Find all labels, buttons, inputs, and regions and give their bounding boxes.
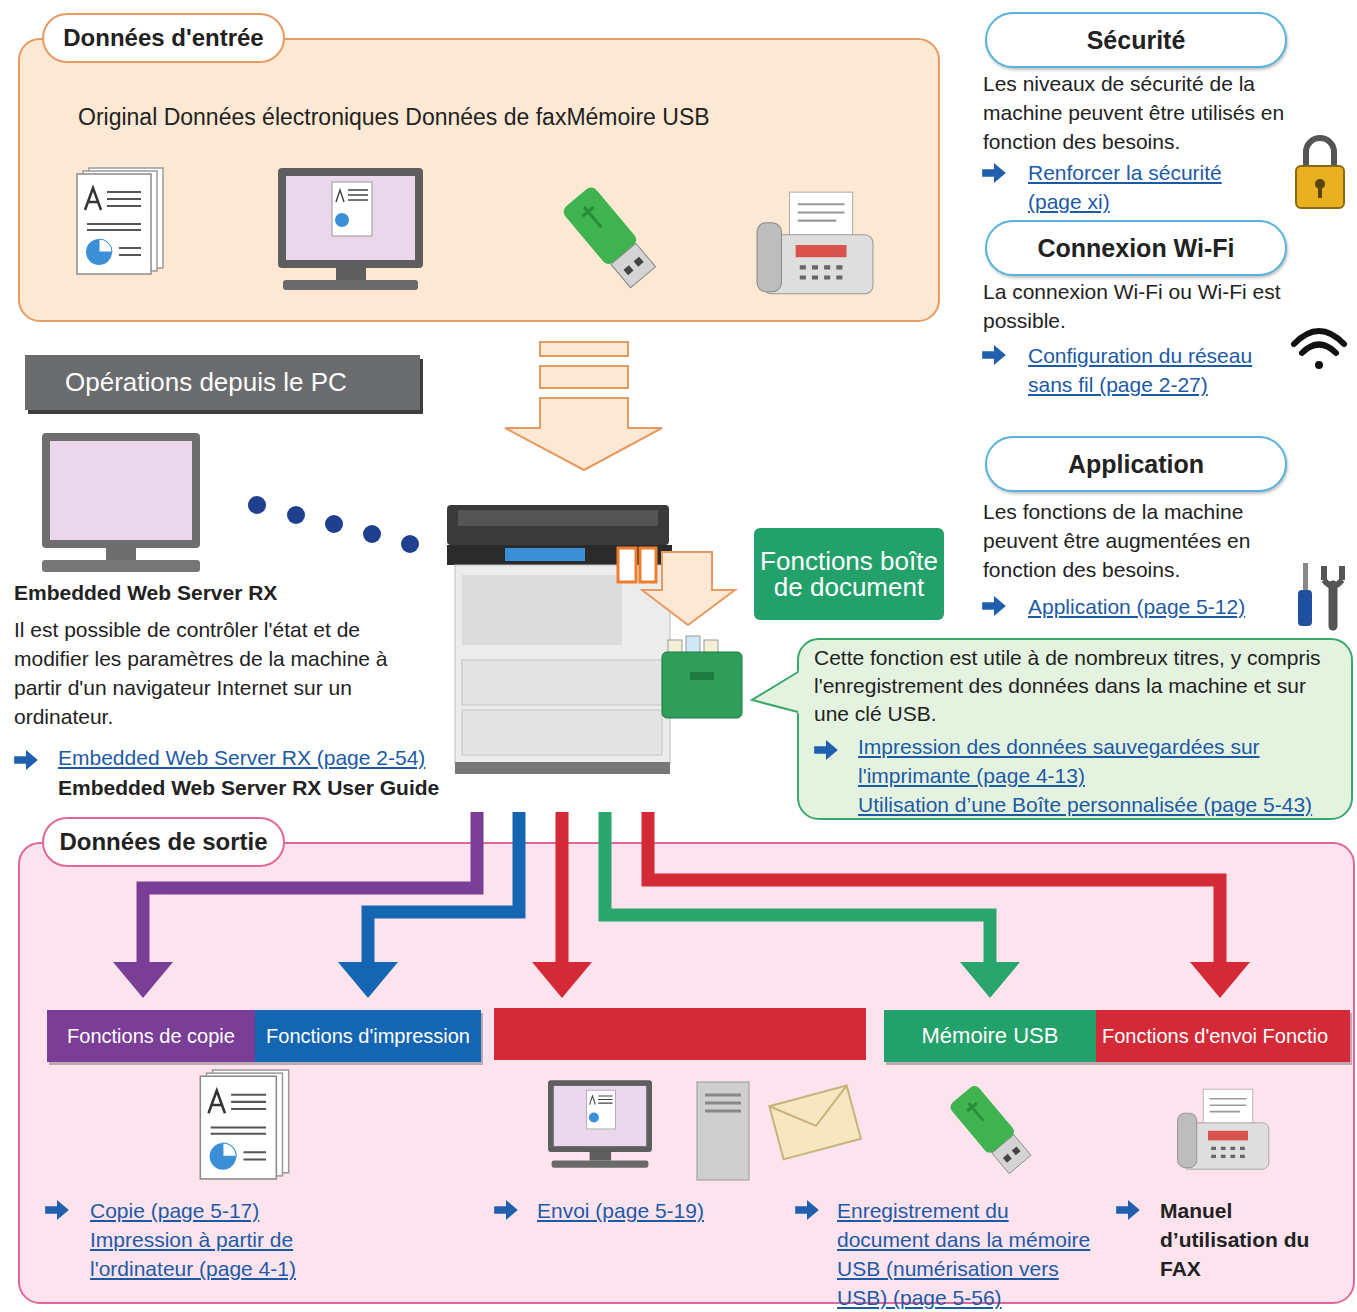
pc-monitor xyxy=(106,548,136,561)
network-dots xyxy=(248,496,419,553)
tools-icon xyxy=(1303,563,1308,591)
wifi-icon xyxy=(1315,361,1323,369)
pill-title: Application xyxy=(987,438,1285,490)
document-box-icon xyxy=(668,640,682,660)
link: Application (page 5-12) xyxy=(1028,592,1245,621)
function-bar: Fonctions d'impression xyxy=(255,1010,481,1062)
printer-illustration xyxy=(455,565,670,763)
link: Copie (page 5-17) xyxy=(90,1196,259,1225)
link: Envoi (page 5-19) xyxy=(537,1196,704,1225)
document-box-icon xyxy=(662,636,742,718)
bar-title: Opérations depuis le PC xyxy=(25,355,420,410)
printer-illustration xyxy=(462,710,662,755)
tools-icon xyxy=(1329,585,1338,626)
manual-name: Manuel d’utilisation du FAX xyxy=(1160,1196,1345,1283)
link: Enregistrement du document dans la mémoi… xyxy=(837,1196,1099,1312)
document-box-icon xyxy=(686,636,700,660)
network-dots xyxy=(363,525,381,543)
bar-title: Fonctions d'envoi Fonctio xyxy=(1096,1010,1350,1062)
link: Renforcer la sécurité (page xi) xyxy=(1028,158,1268,216)
box-arrow xyxy=(618,548,735,625)
function-bar: Fonctions de copie xyxy=(47,1010,255,1062)
pc-monitor xyxy=(42,560,200,572)
pill-title: Connexion Wi-Fi xyxy=(987,222,1285,274)
printer-illustration xyxy=(458,510,658,526)
lock-icon xyxy=(1296,138,1344,208)
flow-arrow xyxy=(540,366,628,388)
topic-pill: Application xyxy=(985,436,1287,492)
wifi-icon xyxy=(1294,331,1344,344)
flow-arrow xyxy=(540,342,628,356)
pc-monitor xyxy=(42,433,200,548)
link: Configuration du réseau sans fil (page 2… xyxy=(1028,341,1288,399)
document-box-icon xyxy=(704,640,718,660)
callout-text: Cette fonction est utile à de nombreux t… xyxy=(814,644,1344,728)
flow-arrow xyxy=(505,398,662,470)
lock-icon xyxy=(1296,166,1344,208)
bar-title: Mémoire USB xyxy=(884,1010,1096,1062)
wifi-icon xyxy=(1302,345,1336,354)
tools-icon xyxy=(1324,566,1342,586)
box-arrow xyxy=(640,548,656,582)
panel-title: Données de sortie xyxy=(42,817,285,867)
callout-pointer xyxy=(752,670,801,714)
tools-icon xyxy=(1298,590,1312,626)
callout-pointer xyxy=(752,670,801,714)
pc-monitor xyxy=(42,433,200,572)
printer-illustration xyxy=(462,575,622,645)
function-bar: Fonctions d'envoi Fonctio xyxy=(1096,1010,1350,1062)
link: Embedded Web Server RX (page 2-54) xyxy=(58,743,425,772)
description: Les fonctions de la machine peuvent être… xyxy=(983,497,1293,584)
link: Utilisation d’une Boîte personnalisée (p… xyxy=(858,790,1312,819)
topic-pill: Sécurité xyxy=(985,12,1287,68)
box-arrow xyxy=(642,552,735,625)
link: Impression des données sauvegardées sur … xyxy=(858,732,1328,790)
input-panel: Données d'entréeOriginal Données électro… xyxy=(18,38,940,322)
panel-title: Données d'entrée xyxy=(42,13,285,63)
network-dots xyxy=(325,515,343,533)
network-dots xyxy=(401,535,419,553)
network-dots xyxy=(287,506,305,524)
pill-title: Sécurité xyxy=(987,14,1285,66)
link: Impression à partir de l'ordinateur (pag… xyxy=(90,1225,335,1283)
pc-monitor xyxy=(50,441,192,540)
document-box-icon xyxy=(662,652,742,718)
printer-illustration xyxy=(447,505,672,774)
lock-icon xyxy=(1315,179,1325,189)
link-bullets xyxy=(982,345,1006,365)
lock-icon xyxy=(1306,138,1334,168)
printer-illustration xyxy=(505,548,585,561)
wifi-icon xyxy=(1294,331,1344,369)
network-dots xyxy=(248,496,266,514)
printer-illustration xyxy=(455,762,670,774)
callout-bubble: Cette fonction est utile à de nombreux t… xyxy=(797,638,1353,820)
bar-title: Fonctions de copie xyxy=(47,1010,255,1062)
heading: Embedded Web Server RX xyxy=(14,578,277,607)
printer-illustration xyxy=(447,505,669,545)
input-types: Original Données électroniques Données d… xyxy=(78,104,710,131)
pc-operations-bar: Opérations depuis le PC xyxy=(25,355,420,410)
manual-name: Embedded Web Server RX User Guide xyxy=(58,773,439,802)
link-bullets xyxy=(982,163,1006,183)
link-bullets xyxy=(14,750,38,770)
document-box-icon xyxy=(690,672,714,680)
printer-illustration xyxy=(462,660,662,705)
box-arrow xyxy=(618,548,636,582)
topic-pill: Connexion Wi-Fi xyxy=(985,220,1287,276)
tools-icon xyxy=(1298,563,1342,626)
lock-icon xyxy=(1318,186,1322,198)
flow-arrow xyxy=(505,342,662,470)
description: Les niveaux de sécurité de la machine pe… xyxy=(983,69,1328,156)
callout-pointer xyxy=(752,672,798,712)
box-title: Fonctions boîte de document xyxy=(759,548,939,600)
link-bullets xyxy=(982,596,1006,616)
function-bar: Mémoire USB xyxy=(884,1010,1096,1062)
document-box-label: Fonctions boîte de document xyxy=(754,528,944,620)
printer-illustration xyxy=(447,545,672,565)
description: La connexion Wi-Fi ou Wi-Fi est possible… xyxy=(983,277,1328,335)
description: Il est possible de contrôler l'état et d… xyxy=(14,615,434,731)
bar-title: Fonctions d'impression xyxy=(255,1010,481,1062)
